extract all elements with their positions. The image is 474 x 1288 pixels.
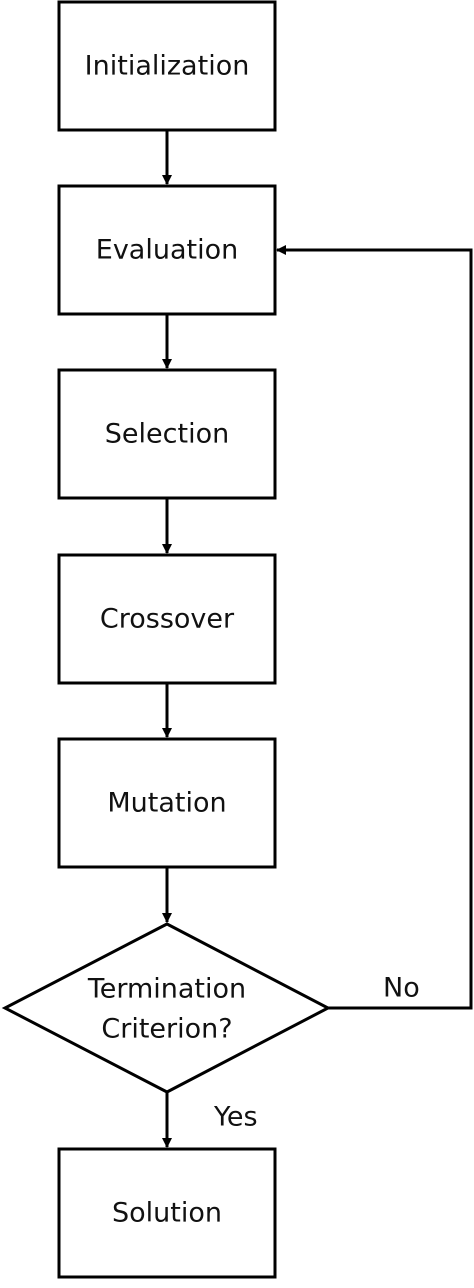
edge-label-no: No: [383, 973, 420, 1004]
node-mutation: Mutation: [57, 737, 277, 869]
node-initialization-label: Initialization: [85, 51, 250, 82]
edge-label-yes: Yes: [213, 1102, 258, 1133]
node-termination-label-line2: Criterion?: [101, 1014, 232, 1045]
arrow-termination-no-loop-to-evaluation: [276, 245, 473, 1010]
node-mutation-label: Mutation: [107, 788, 226, 819]
node-termination-label-line1: Termination: [87, 974, 246, 1005]
node-crossover-label: Crossover: [100, 604, 235, 635]
node-solution-label: Solution: [112, 1198, 222, 1229]
node-crossover: Crossover: [57, 553, 277, 685]
node-selection: Selection: [57, 368, 277, 500]
node-initialization: Initialization: [57, 0, 277, 132]
node-selection-label: Selection: [105, 419, 229, 450]
node-termination-decision: Termination Criterion?: [1, 922, 332, 1094]
node-solution: Solution: [57, 1147, 277, 1279]
node-evaluation-label: Evaluation: [96, 235, 238, 266]
node-evaluation: Evaluation: [57, 184, 277, 316]
